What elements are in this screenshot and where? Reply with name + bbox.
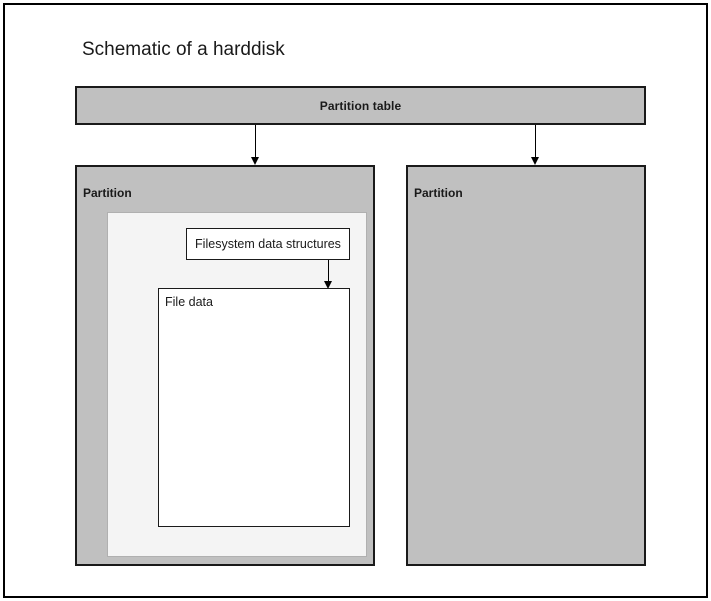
partition-2-label: Partition [414, 186, 463, 200]
file-data-label: File data [165, 295, 213, 309]
partition-box-2[interactable]: Partition [406, 165, 646, 566]
filesystem-data-structures-box[interactable]: Filesystem data structures [186, 228, 350, 260]
page-frame: Schematic of a harddisk Partition table … [3, 3, 708, 598]
arrow-head-icon [324, 281, 332, 289]
arrow-line [535, 125, 536, 158]
partition-table-label: Partition table [319, 98, 402, 113]
partition-1-label: Partition [83, 186, 132, 200]
filesystem-data-structures-label: Filesystem data structures [195, 237, 341, 251]
filesystem-container: Filesystem data structures File data [107, 212, 367, 557]
arrow-line [255, 125, 256, 158]
arrow-line [328, 260, 329, 282]
partition-box-1[interactable]: Partition Filesystem data structures Fil… [75, 165, 375, 566]
partition-table-box[interactable]: Partition table [75, 86, 646, 125]
arrow-head-icon [531, 157, 539, 165]
arrow-head-icon [251, 157, 259, 165]
file-data-box[interactable]: File data [158, 288, 350, 527]
page-title: Schematic of a harddisk [82, 39, 285, 60]
